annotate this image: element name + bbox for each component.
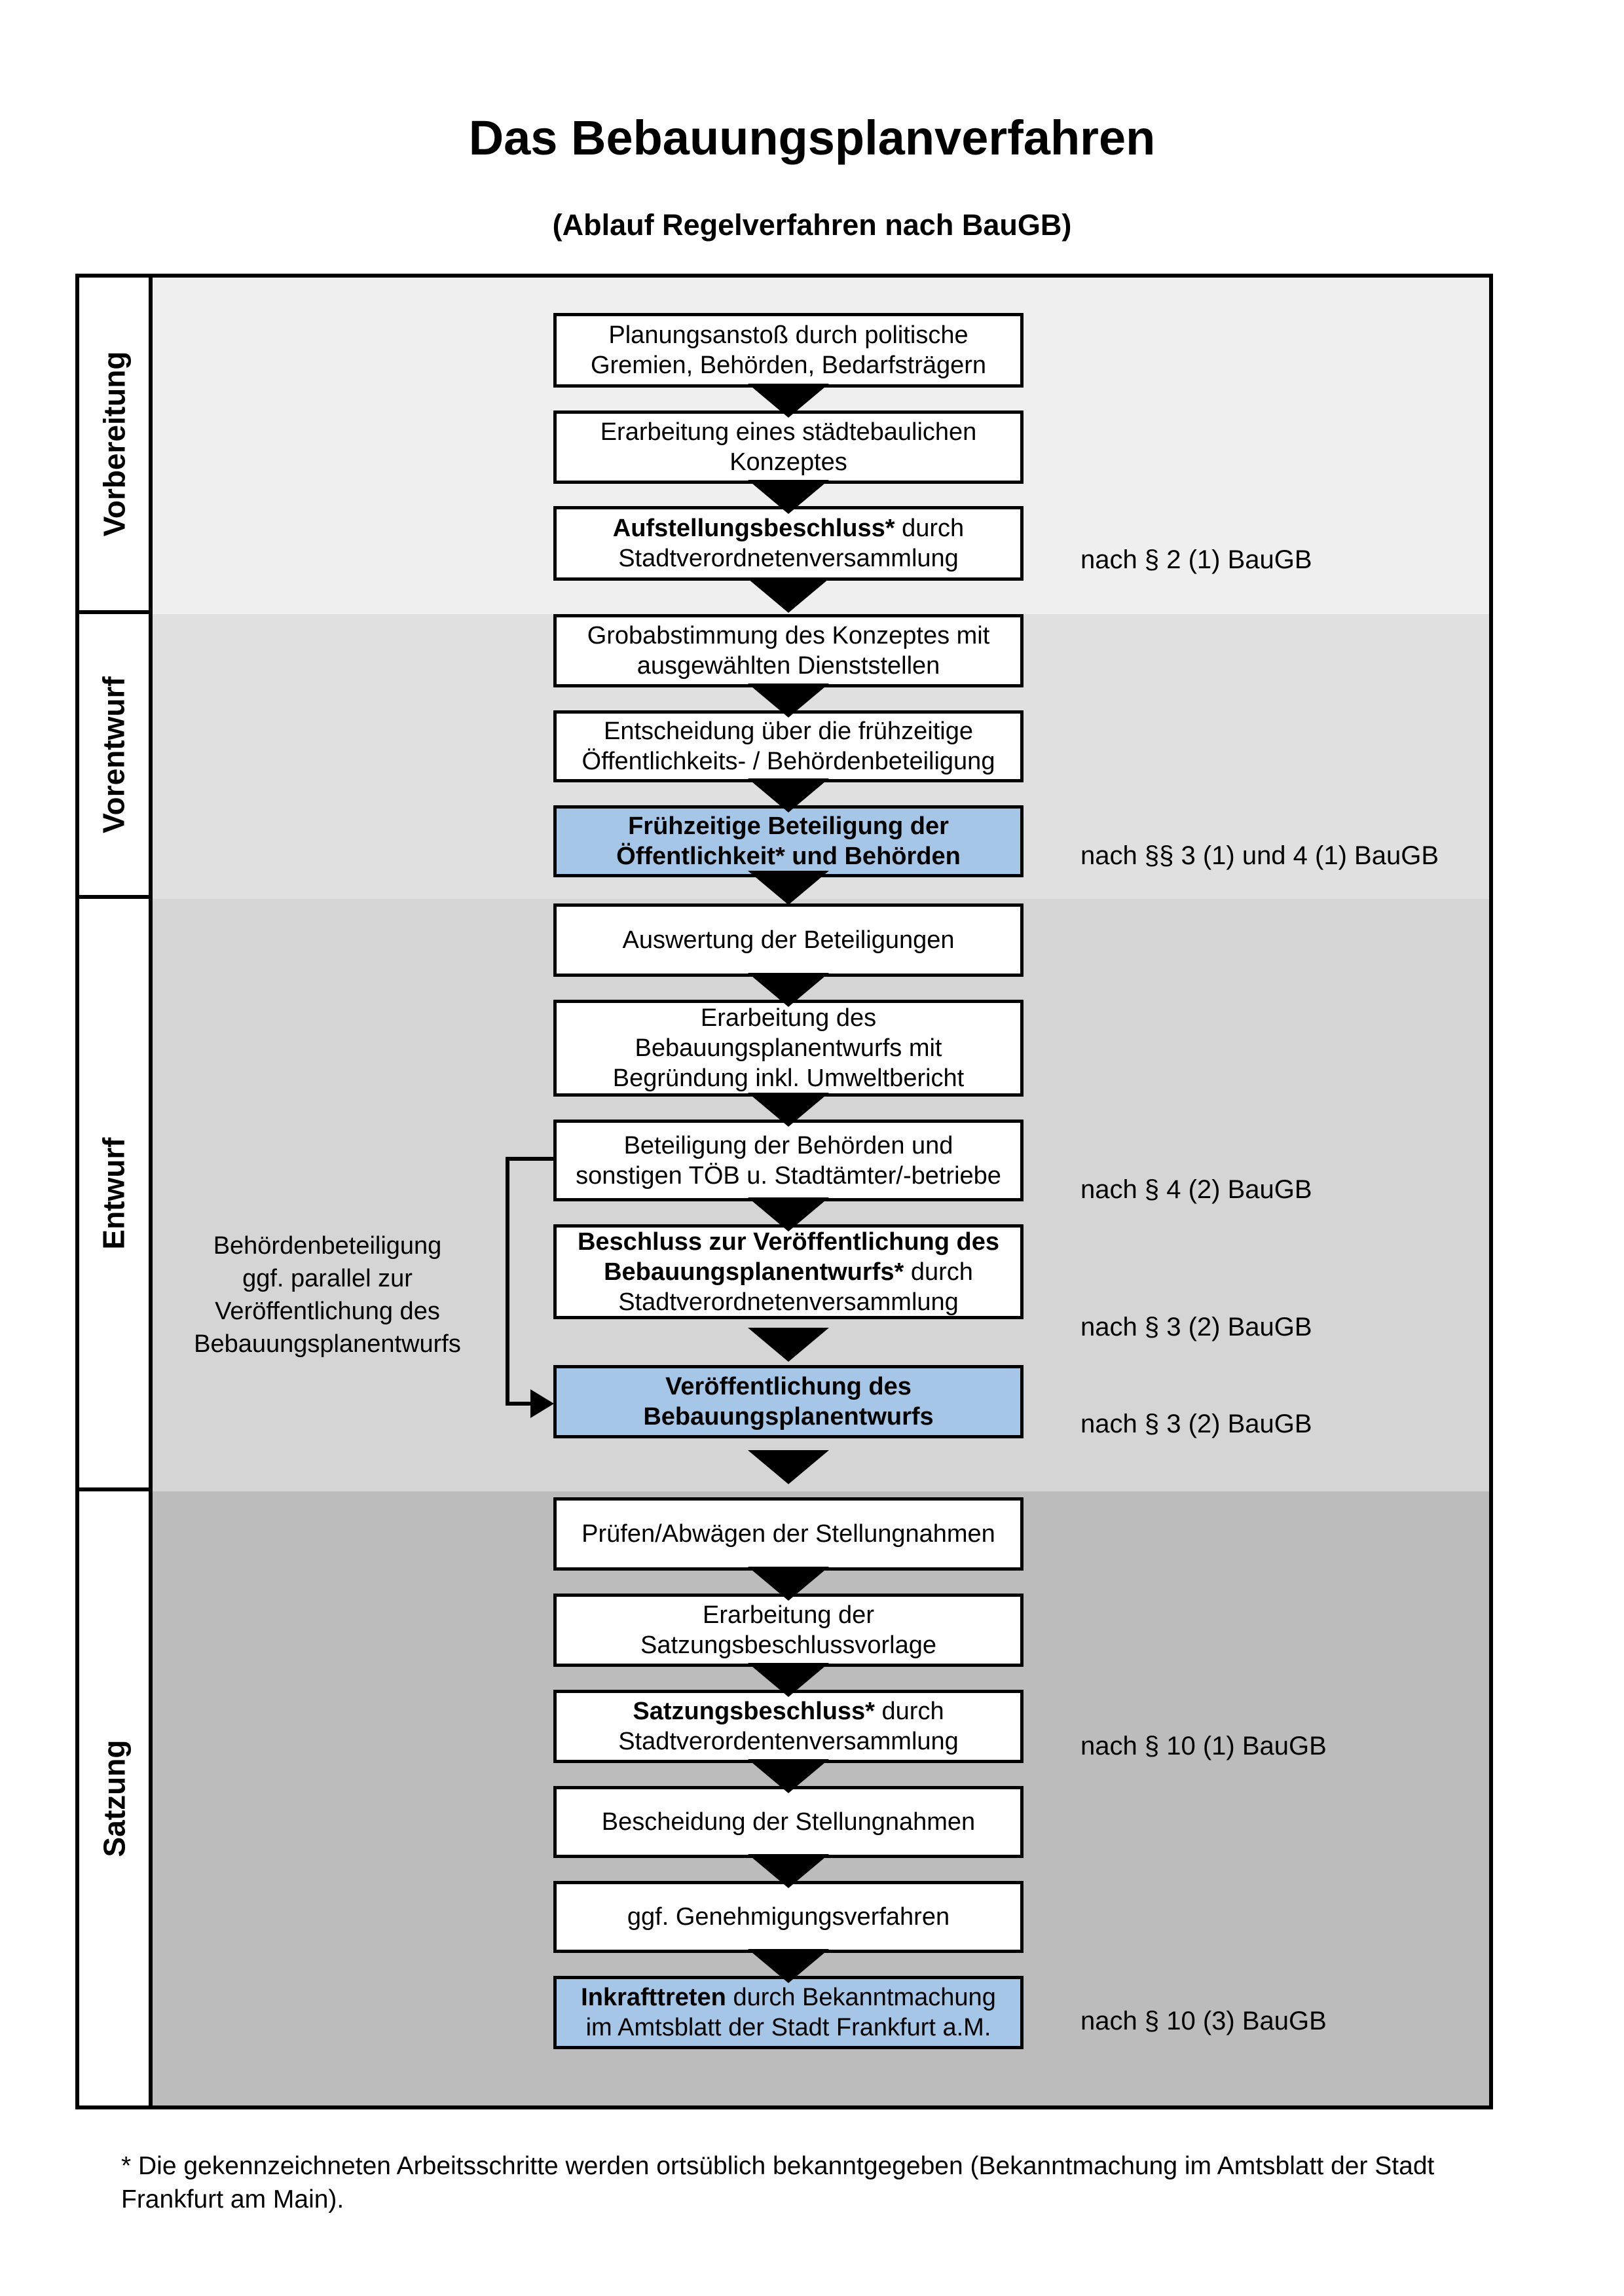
sidebar-label-satzung: Satzung (97, 1740, 132, 1857)
connector-horizontal-top (506, 1157, 553, 1161)
law-note-par10-1: nach § 10 (1) BauGB (1080, 1732, 1327, 1760)
down-arrow-icon (748, 480, 829, 514)
flow-box-bescheidung: Bescheidung der Stellungnahmen (553, 1786, 1024, 1858)
down-arrow-icon (748, 1854, 829, 1888)
flow-box-genehmigungsverfahren: ggf. Genehmigungsverfahren (553, 1881, 1024, 1953)
down-arrow-icon (748, 384, 829, 418)
down-arrow-icon (748, 1450, 829, 1484)
law-note-par3-2-a: nach § 3 (2) BauGB (1080, 1313, 1312, 1341)
down-arrow-icon (748, 1328, 829, 1362)
sidebar-phase-vorentwurf: Vorentwurf (79, 614, 153, 899)
down-arrow-icon (748, 1949, 829, 1983)
law-note-par3-2-b: nach § 3 (2) BauGB (1080, 1410, 1312, 1438)
flow-box-auswertung: Auswertung der Beteiligungen (553, 903, 1024, 977)
sidebar-label-vorentwurf: Vorentwurf (97, 676, 131, 833)
sidebar-phase-satzung: Satzung (79, 1491, 153, 2105)
down-arrow-icon (748, 778, 829, 812)
down-arrow-icon (748, 1759, 829, 1793)
sidebar-phase-entwurf: Entwurf (79, 899, 153, 1491)
page-subtitle: (Ablauf Regelverfahren nach BauGB) (552, 208, 1072, 242)
down-arrow-icon (748, 1567, 829, 1601)
footnote: * Die gekennzeichneten Arbeitsschritte w… (121, 2152, 1435, 2214)
law-note-par2-1: nach § 2 (1) BauGB (1080, 545, 1312, 574)
down-arrow-icon (748, 1197, 829, 1231)
down-arrow-icon (748, 871, 829, 905)
sidebar-label-vorbereitung: Vorbereitung (97, 351, 132, 537)
law-note-par4-2: nach § 4 (2) BauGB (1080, 1175, 1312, 1204)
law-note-par3-1-4-1: nach §§ 3 (1) und 4 (1) BauGB (1080, 841, 1439, 870)
down-arrow-icon (748, 1093, 829, 1127)
law-note-par10-3: nach § 10 (3) BauGB (1080, 2007, 1327, 2035)
down-arrow-icon (748, 1663, 829, 1697)
down-arrow-icon (748, 579, 829, 613)
down-arrow-icon (748, 973, 829, 1007)
sidebar-phase-vorbereitung: Vorbereitung (79, 278, 153, 614)
connector-vertical (506, 1157, 509, 1406)
connector-horizontal-bottom (506, 1402, 535, 1406)
page-title: Das Bebauungsplanverfahren (468, 111, 1156, 165)
connector-arrowhead-icon (530, 1389, 554, 1418)
down-arrow-icon (748, 683, 829, 718)
flow-box-pruefen-abwaegen: Prüfen/Abwägen der Stellungnahmen (553, 1497, 1024, 1571)
sidebar-label-entwurf: Entwurf (97, 1137, 132, 1250)
